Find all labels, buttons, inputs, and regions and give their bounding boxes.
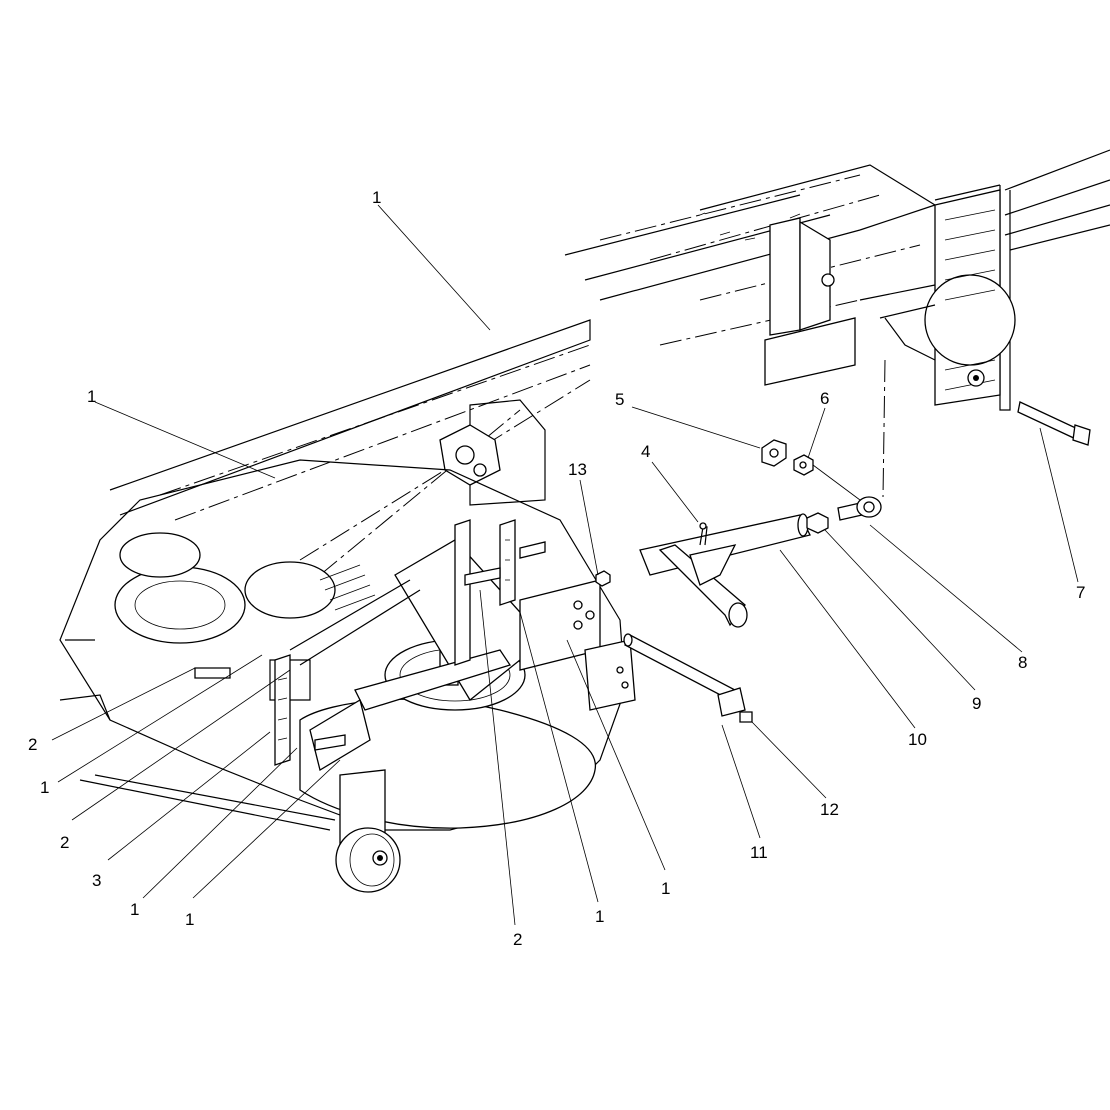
callout-12: 12 bbox=[820, 800, 839, 819]
callout-10: 10 bbox=[908, 730, 927, 749]
callout-8: 8 bbox=[1018, 653, 1027, 672]
callout-1-left-mid: 1 bbox=[40, 778, 49, 797]
tractor-frame bbox=[564, 149, 1110, 411]
callout-2-bottom: 2 bbox=[513, 930, 522, 949]
callout-3: 3 bbox=[92, 871, 101, 890]
callout-1-left-upper: 1 bbox=[87, 387, 96, 406]
callout-7: 7 bbox=[1076, 583, 1085, 602]
callout-1-top: 1 bbox=[372, 188, 381, 207]
callout-2-left-lower: 2 bbox=[60, 833, 69, 852]
callout-13: 13 bbox=[568, 460, 587, 479]
callout-leaders bbox=[51, 204, 1079, 926]
callout-6: 6 bbox=[820, 389, 829, 408]
callout-4: 4 bbox=[641, 442, 650, 461]
callout-9: 9 bbox=[972, 694, 981, 713]
callout-2-left: 2 bbox=[28, 735, 37, 754]
mower-deck-assembly bbox=[59, 319, 636, 893]
callout-1-bottom-left: 1 bbox=[130, 900, 139, 919]
callout-labels: 1 1 2 1 2 3 1 1 2 1 1 13 4 5 6 7 8 9 10 … bbox=[28, 188, 1085, 949]
callout-1-bottom-left-2: 1 bbox=[185, 910, 194, 929]
lift-arm-parts bbox=[595, 359, 1091, 723]
callout-5: 5 bbox=[615, 390, 624, 409]
callout-1-bottom-mid: 1 bbox=[595, 907, 604, 926]
callout-1-bottom-right: 1 bbox=[661, 879, 670, 898]
callout-11: 11 bbox=[750, 843, 768, 862]
